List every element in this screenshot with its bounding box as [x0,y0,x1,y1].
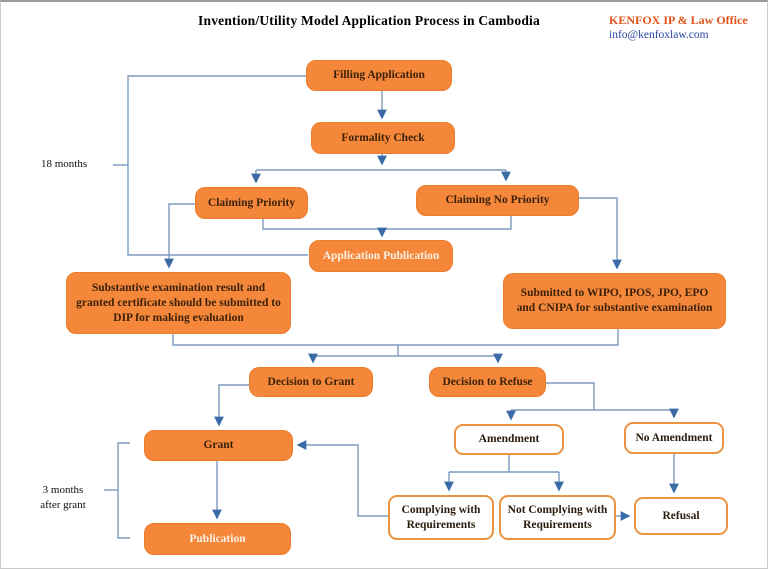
node-decision-to-refuse: Decision to Refuse [429,367,546,397]
node-substantive-result: Substantive examination result and grant… [66,272,291,334]
node-filling-application: Filling Application [306,60,452,91]
node-formality-check: Formality Check [311,122,455,154]
arrow-priority-to-substantive [164,203,195,269]
label-3-months-line2: after grant [40,499,86,511]
firm-block: KENFOX IP & Law Office info@kenfoxlaw.co… [609,13,761,43]
node-no-amendment: No Amendment [624,422,724,454]
node-claiming-priority: Claiming Priority [195,187,308,219]
firm-email: info@kenfoxlaw.com [609,29,709,41]
label-3-months: 3 months after grant [31,483,95,513]
node-claiming-no-priority: Claiming No Priority [416,185,579,216]
page-title: Invention/Utility Model Application Proc… [198,13,540,28]
node-publication: Publication [144,523,291,555]
node-amendment: Amendment [454,424,564,455]
node-refusal: Refusal [634,497,728,535]
bracket-3-months [117,442,130,539]
bar-exam-merge [172,329,619,346]
node-application-publication: Application Publication [309,240,453,272]
label-18-months: 18 months [41,158,88,170]
label-3-months-line1: 3 months [42,484,84,496]
node-not-complying: Not Complying with Requirements [499,495,616,540]
line-filling-to-publication [127,75,308,256]
firm-name: KENFOX IP & Law Office [609,13,748,27]
arrow-no-priority-to-wipo [579,197,622,270]
node-decision-to-grant: Decision to Grant [249,367,373,397]
node-grant: Grant [144,430,293,461]
node-complying: Complying with Requirements [388,495,494,540]
node-submitted-offices: Submitted to WIPO, IPOS, JPO, EPO and CN… [503,273,726,329]
arrow-decision-to-grant [214,384,249,427]
line-refuse-branch [546,382,595,410]
bar-claiming-merge [262,215,512,230]
arrow-complying-grant [296,440,388,517]
